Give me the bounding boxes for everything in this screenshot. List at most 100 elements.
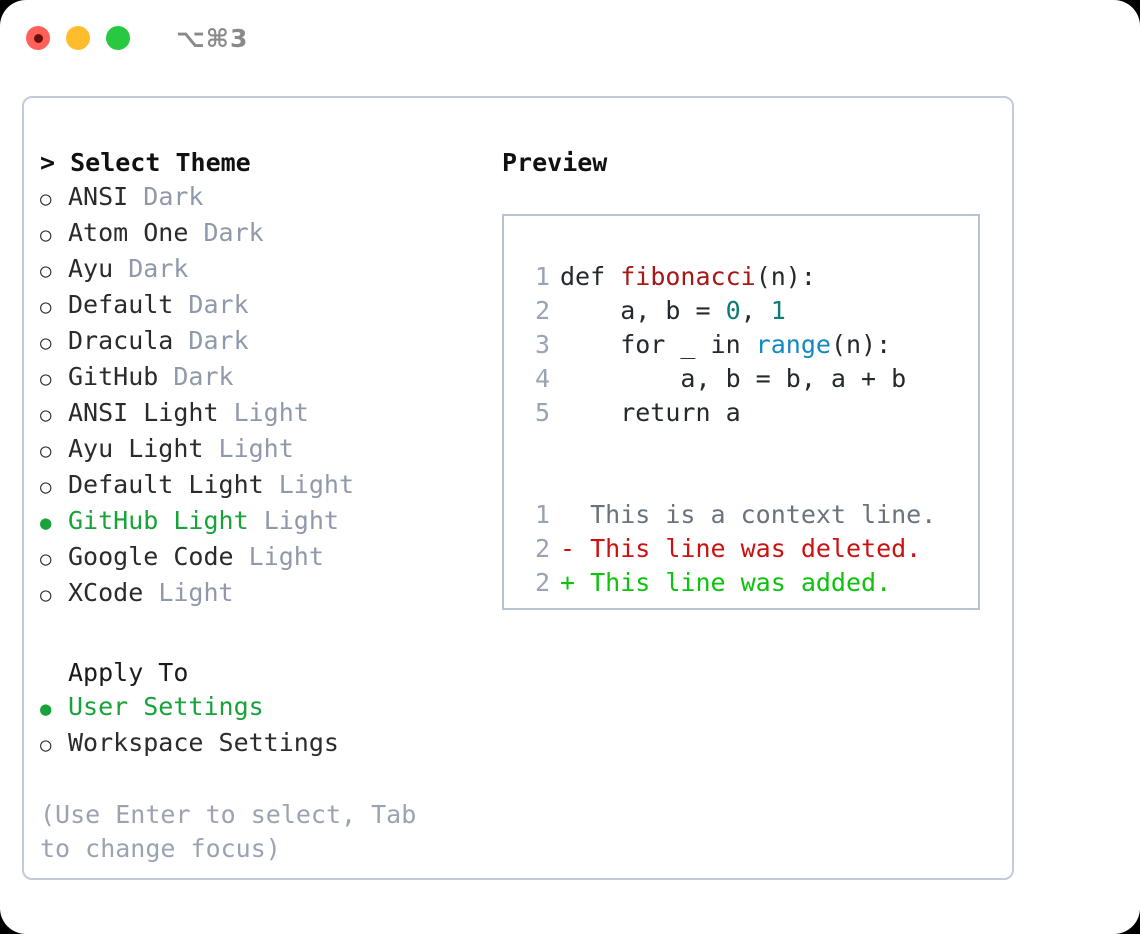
maximize-button-icon[interactable] [106, 26, 130, 50]
line-number: 1 [534, 500, 550, 529]
theme-option-tag [249, 504, 264, 538]
apply-to-option-label: User Settings [68, 692, 264, 721]
code-line: 5 return a [524, 396, 978, 430]
code-token-number: 0 [725, 296, 741, 325]
theme-option-github-dark[interactable]: ○ GitHub Dark [40, 360, 494, 396]
radio-icon[interactable]: ○ [40, 296, 52, 318]
radio-icon[interactable]: ○ [40, 584, 52, 606]
select-theme-heading: > Select Theme [40, 148, 251, 177]
theme-option-atom-one[interactable]: ○ Atom One Dark [40, 216, 494, 252]
line-number: 1 [534, 262, 550, 291]
code-line: 4 a, b = b, a + b [524, 362, 978, 396]
theme-option-tag-label: Light [263, 506, 339, 535]
theme-option-label: ANSI Light [68, 398, 219, 427]
code-token-function: fibonacci [620, 262, 756, 291]
line-number: 2 [534, 568, 550, 597]
title-bar: ⌥⌘3 [0, 0, 1140, 76]
theme-option-tag-label: Dark [128, 254, 189, 283]
theme-option-tag [219, 396, 234, 430]
theme-option-xcode[interactable]: ○ XCode Light [40, 576, 494, 612]
preview-heading: Preview [502, 148, 608, 177]
theme-option-label: XCode [68, 578, 144, 607]
diff-line-added: 2+ This line was added. [524, 566, 978, 600]
radio-icon[interactable]: ○ [40, 440, 52, 462]
radio-icon[interactable]: ○ [40, 548, 52, 570]
code-token: a, b = [560, 296, 726, 325]
theme-option-label: Default Light [68, 470, 264, 499]
theme-option-label: Ayu Light [68, 434, 204, 463]
theme-option-tag-label: Light [278, 470, 354, 499]
theme-option-github-light[interactable]: ● GitHub Light Light [40, 504, 494, 540]
theme-option-label: Atom One [68, 218, 189, 247]
radio-icon[interactable]: ○ [40, 188, 52, 210]
main-panel: > Select Theme ○ANSI Dark ○ Atom One Dark… [22, 96, 1014, 880]
theme-option-label: Google Code [68, 542, 234, 571]
radio-icon[interactable]: ○ [40, 476, 52, 498]
theme-option-tag-label: Dark [143, 182, 204, 211]
code-token: for _ in [560, 330, 756, 359]
line-number: 2 [534, 296, 550, 325]
diff-text: This is a context line. [560, 500, 937, 529]
theme-option-tag [143, 576, 158, 610]
code-token-builtin: range [755, 330, 831, 359]
diff-line-context: 1 This is a context line. [524, 498, 978, 532]
theme-option-tag [264, 468, 279, 502]
code-token: (n): [830, 330, 892, 359]
radio-icon[interactable]: ○ [40, 260, 52, 282]
theme-option-ansi[interactable]: ○ANSI Dark [40, 180, 494, 216]
line-number: 5 [534, 398, 550, 427]
window-controls [26, 26, 130, 50]
theme-option-tag-label: Light [158, 578, 234, 607]
diff-line-deleted: 2- This line was deleted. [524, 532, 978, 566]
theme-option-tag [128, 180, 143, 214]
radio-icon[interactable]: ○ [40, 332, 52, 354]
theme-option-default[interactable]: ○Default Dark [40, 288, 494, 324]
radio-icon-selected[interactable]: ● [40, 512, 52, 534]
code-token: a, b = b, a + b [560, 364, 907, 393]
radio-icon[interactable]: ○ [40, 404, 52, 426]
theme-option-default-light[interactable]: ○ Default Light Light [40, 468, 494, 504]
theme-option-tag [173, 288, 188, 322]
section-spacer [40, 612, 494, 656]
radio-icon[interactable]: ○ [40, 734, 52, 756]
apply-to-option-user-settings[interactable]: ● User Settings [40, 690, 494, 726]
radio-icon[interactable]: ○ [40, 368, 52, 390]
keyboard-hint-text: (Use Enter to select, Tab to change focu… [40, 800, 417, 863]
apply-to-heading: Apply To [68, 658, 189, 687]
code-line: 2 a, b = 0, 1 [524, 294, 978, 328]
hint-spacer [40, 762, 494, 798]
apply-to-option-label: Workspace Settings [68, 728, 339, 757]
radio-icon[interactable]: ○ [40, 224, 52, 246]
apply-to-option-workspace-settings[interactable]: ○ Workspace Settings [40, 726, 494, 762]
theme-option-tag-label: Light [248, 542, 324, 571]
code-token: , [740, 296, 771, 325]
diff-text: - This line was deleted. [560, 534, 922, 563]
code-line: 3 for _ in range(n): [524, 328, 978, 362]
theme-option-tag-label: Light [218, 434, 294, 463]
apply-to-option-list: ● User Settings ○ Workspace Settings [40, 690, 494, 762]
code-blank-line [524, 430, 978, 464]
code-token-number: 1 [770, 296, 786, 325]
close-button-icon[interactable] [26, 26, 50, 50]
theme-option-ayu-light[interactable]: ○ Ayu Light Light [40, 432, 494, 468]
theme-option-tag-label: Light [233, 398, 309, 427]
minimize-button-icon[interactable] [66, 26, 90, 50]
theme-option-label: GitHub [68, 362, 159, 391]
theme-option-ansi-light[interactable]: ○ ANSI Light Light [40, 396, 494, 432]
theme-picker-column: > Select Theme ○ANSI Dark ○ Atom One Dark… [24, 98, 494, 878]
theme-option-google-code[interactable]: ○ Google Code Light [40, 540, 494, 576]
theme-option-tag-label: Dark [203, 218, 264, 247]
line-number: 4 [534, 364, 550, 393]
theme-option-tag [203, 432, 218, 466]
theme-option-ayu[interactable]: ○Ayu Dark [40, 252, 494, 288]
theme-option-tag-label: Dark [173, 362, 234, 391]
theme-option-label: GitHub Light [68, 506, 249, 535]
theme-option-dracula[interactable]: ○Dracula Dark [40, 324, 494, 360]
theme-option-tag-label: Dark [188, 326, 249, 355]
keyboard-shortcut-label: ⌥⌘3 [176, 23, 249, 53]
code-token: (n): [755, 262, 816, 291]
radio-icon-selected[interactable]: ● [40, 698, 52, 720]
